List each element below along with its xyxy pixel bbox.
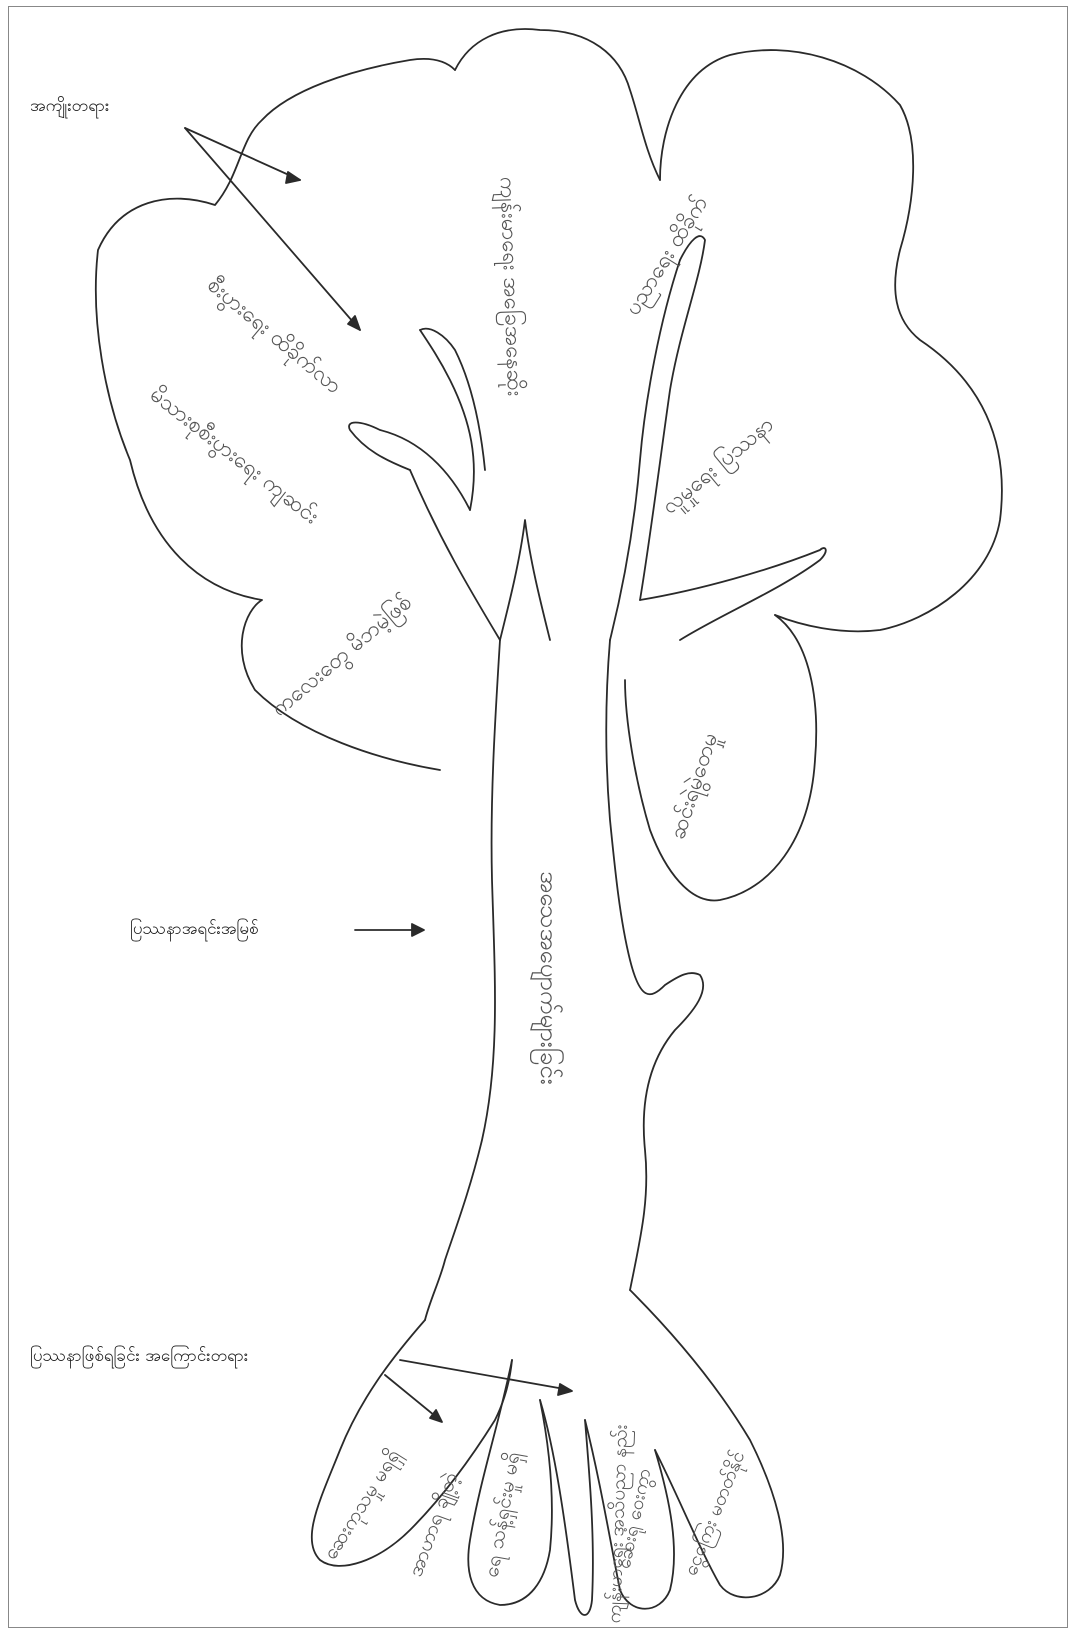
right-canopy-outline <box>660 50 1002 631</box>
trunk-text: အသေအပျောက်များခြင်း <box>529 871 565 1085</box>
branch-left-1 <box>410 470 500 640</box>
arrow-fruits-1 <box>185 128 300 183</box>
causes-label: ပြဿနာဖြစ်ရခြင်း အကြောင်းတရား <box>30 1345 248 1370</box>
trunk-right-edge <box>606 640 703 1290</box>
branch-left-2 <box>349 423 470 511</box>
arrow-causes-1 <box>385 1375 442 1422</box>
branch-left-3 <box>420 330 474 510</box>
fruits-label: အကျိုးတရား <box>30 95 109 120</box>
branch-right-3 <box>640 548 826 640</box>
root-problem-label: ပြဿနာအရင်းအမြစ် <box>130 918 259 943</box>
branch-left-4 <box>420 329 485 470</box>
left-canopy-outline <box>96 59 455 770</box>
trunk-left-edge <box>425 640 500 1320</box>
branch-center <box>500 520 550 640</box>
arrow-root-problem <box>355 924 424 936</box>
root-3-outline <box>540 1400 593 1615</box>
arrow-causes-2 <box>400 1360 572 1395</box>
center-canopy-outline <box>455 29 660 180</box>
